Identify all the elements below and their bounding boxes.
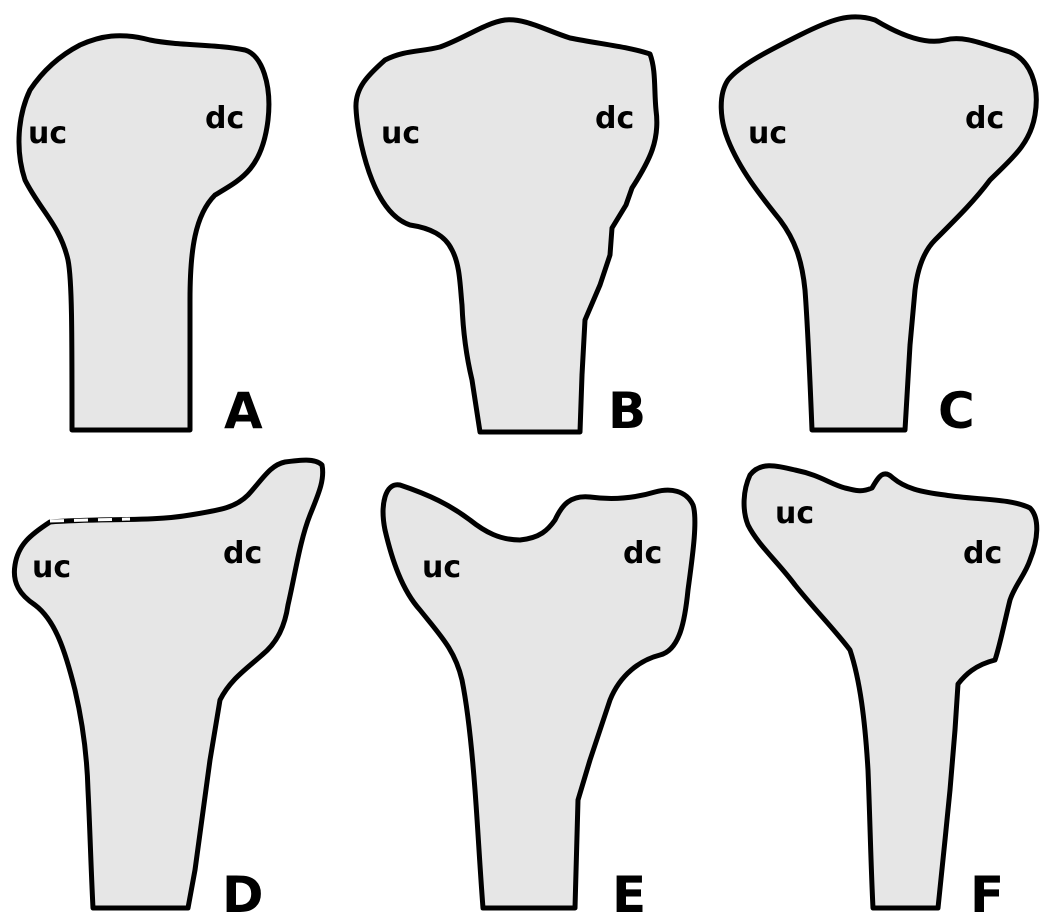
panel-label: B [608, 382, 646, 440]
panel-label: F [970, 866, 1004, 916]
bone-outline-c [721, 17, 1036, 430]
panel-label: D [222, 866, 264, 916]
label-dc: dc [595, 101, 634, 136]
label-uc: uc [32, 550, 71, 585]
label-uc: uc [775, 496, 814, 531]
panel-label: C [938, 382, 975, 440]
label-uc: uc [28, 116, 67, 151]
panel-b: uc dc B [356, 20, 657, 440]
label-dc: dc [205, 101, 244, 136]
label-dc: dc [963, 536, 1002, 571]
panel-c: uc dc C [721, 17, 1036, 440]
panel-f: uc dc F [744, 466, 1037, 916]
panel-label: A [224, 382, 263, 440]
label-dc: dc [623, 536, 662, 571]
label-dc: dc [223, 536, 262, 571]
label-uc: uc [748, 116, 787, 151]
label-dc: dc [965, 101, 1004, 136]
bone-outline-b [356, 20, 657, 432]
panel-e: uc dc E [383, 485, 695, 916]
label-uc: uc [422, 550, 461, 585]
bone-outline-f [744, 466, 1037, 908]
panel-label: E [612, 866, 646, 916]
panel-a: uc dc A [19, 36, 269, 440]
bone-outline-d [14, 460, 322, 908]
bone-outline-a [19, 36, 269, 430]
panel-d: uc dc D [14, 460, 322, 916]
label-uc: uc [381, 116, 420, 151]
